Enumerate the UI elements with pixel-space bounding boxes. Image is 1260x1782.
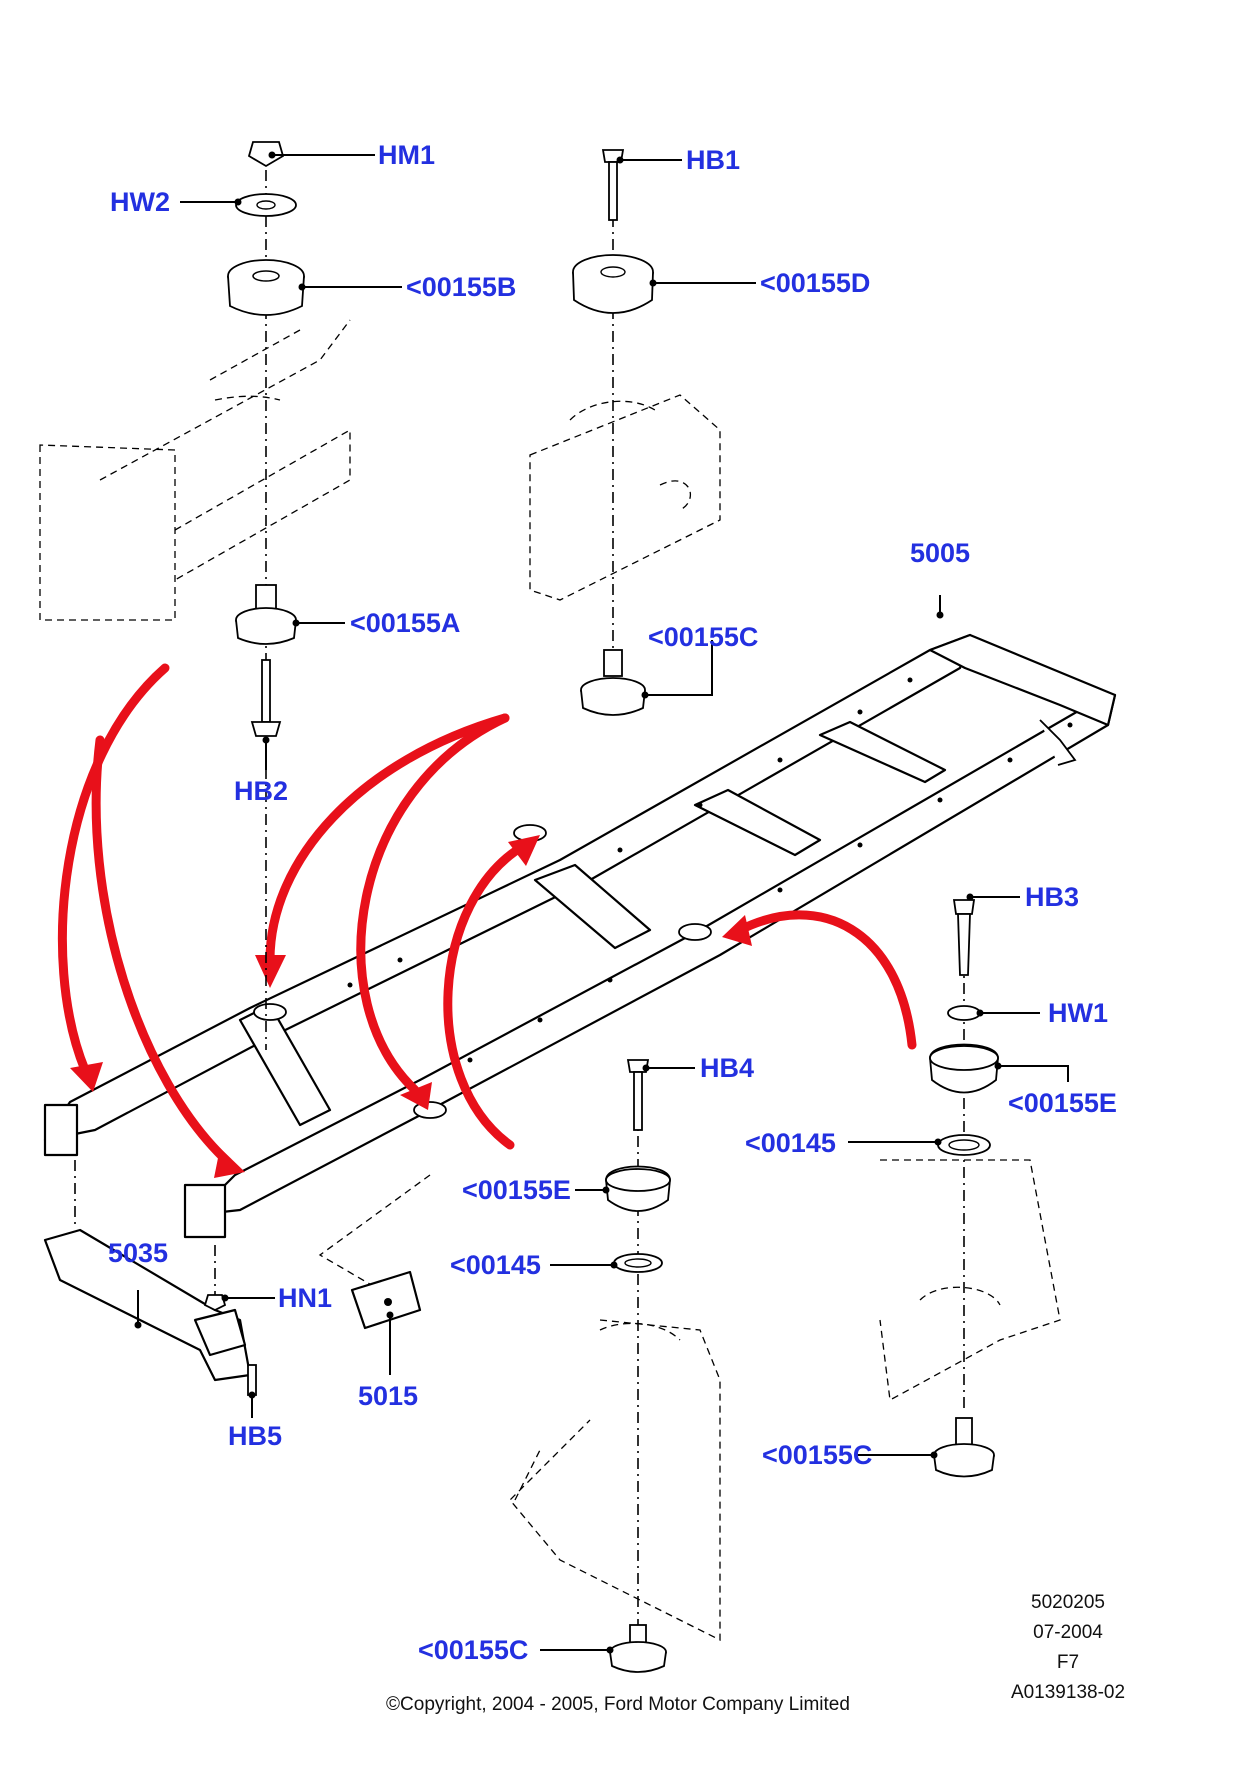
label-hn1: HN1	[278, 1283, 332, 1313]
label-00155e-right: <00155E	[1008, 1088, 1117, 1118]
drawing-date: 07-2004	[1033, 1622, 1103, 1643]
leader-dots	[134, 151, 1002, 1654]
label-hb1: HB1	[686, 145, 740, 175]
label-hw1: HW1	[1048, 998, 1108, 1028]
front-crossmember	[43, 1160, 431, 1396]
label-hb4: HB4	[700, 1053, 754, 1083]
rear-mount-stack	[879, 899, 1061, 1478]
label-5015: 5015	[358, 1381, 418, 1411]
location-arrows	[57, 663, 917, 1178]
drawing-ref: A0139138-02	[1011, 1682, 1125, 1703]
label-00155c-bottom: <00155C	[418, 1635, 528, 1665]
label-00155c-right: <00155C	[762, 1440, 872, 1470]
label-hb5: HB5	[228, 1421, 282, 1451]
label-00145-right: <00145	[745, 1128, 836, 1158]
label-hb2: HB2	[234, 776, 288, 806]
label-hw2: HW2	[110, 187, 170, 217]
center-mount-stack	[509, 1059, 721, 1673]
label-00155e-center: <00155E	[462, 1175, 571, 1205]
mid-left-mount-stack	[529, 149, 721, 716]
copyright: ©Copyright, 2004 - 2005, Ford Motor Comp…	[386, 1694, 850, 1715]
front-left-mount-stack	[39, 141, 351, 1050]
footer: 5020205 07-2004 F7 A0139138-02 ©Copyrigh…	[386, 1592, 1125, 1715]
leader-lines	[137, 154, 1069, 1651]
label-00155d: <00155D	[760, 268, 870, 298]
callout-labels: HM1 HW2 <00155B HB1 <00155D <00155A HB2 …	[108, 140, 1117, 1665]
sheet-id: F7	[1057, 1652, 1079, 1673]
label-00155c-top: <00155C	[648, 622, 758, 652]
label-5035: 5035	[108, 1238, 168, 1268]
label-hm1: HM1	[378, 140, 435, 170]
label-00155b: <00155B	[406, 272, 516, 302]
drawing-code: 5020205	[1031, 1592, 1105, 1613]
label-hb3: HB3	[1025, 882, 1079, 912]
label-00145-center: <00145	[450, 1250, 541, 1280]
label-00155a: <00155A	[350, 608, 460, 638]
label-5005: 5005	[910, 538, 970, 568]
